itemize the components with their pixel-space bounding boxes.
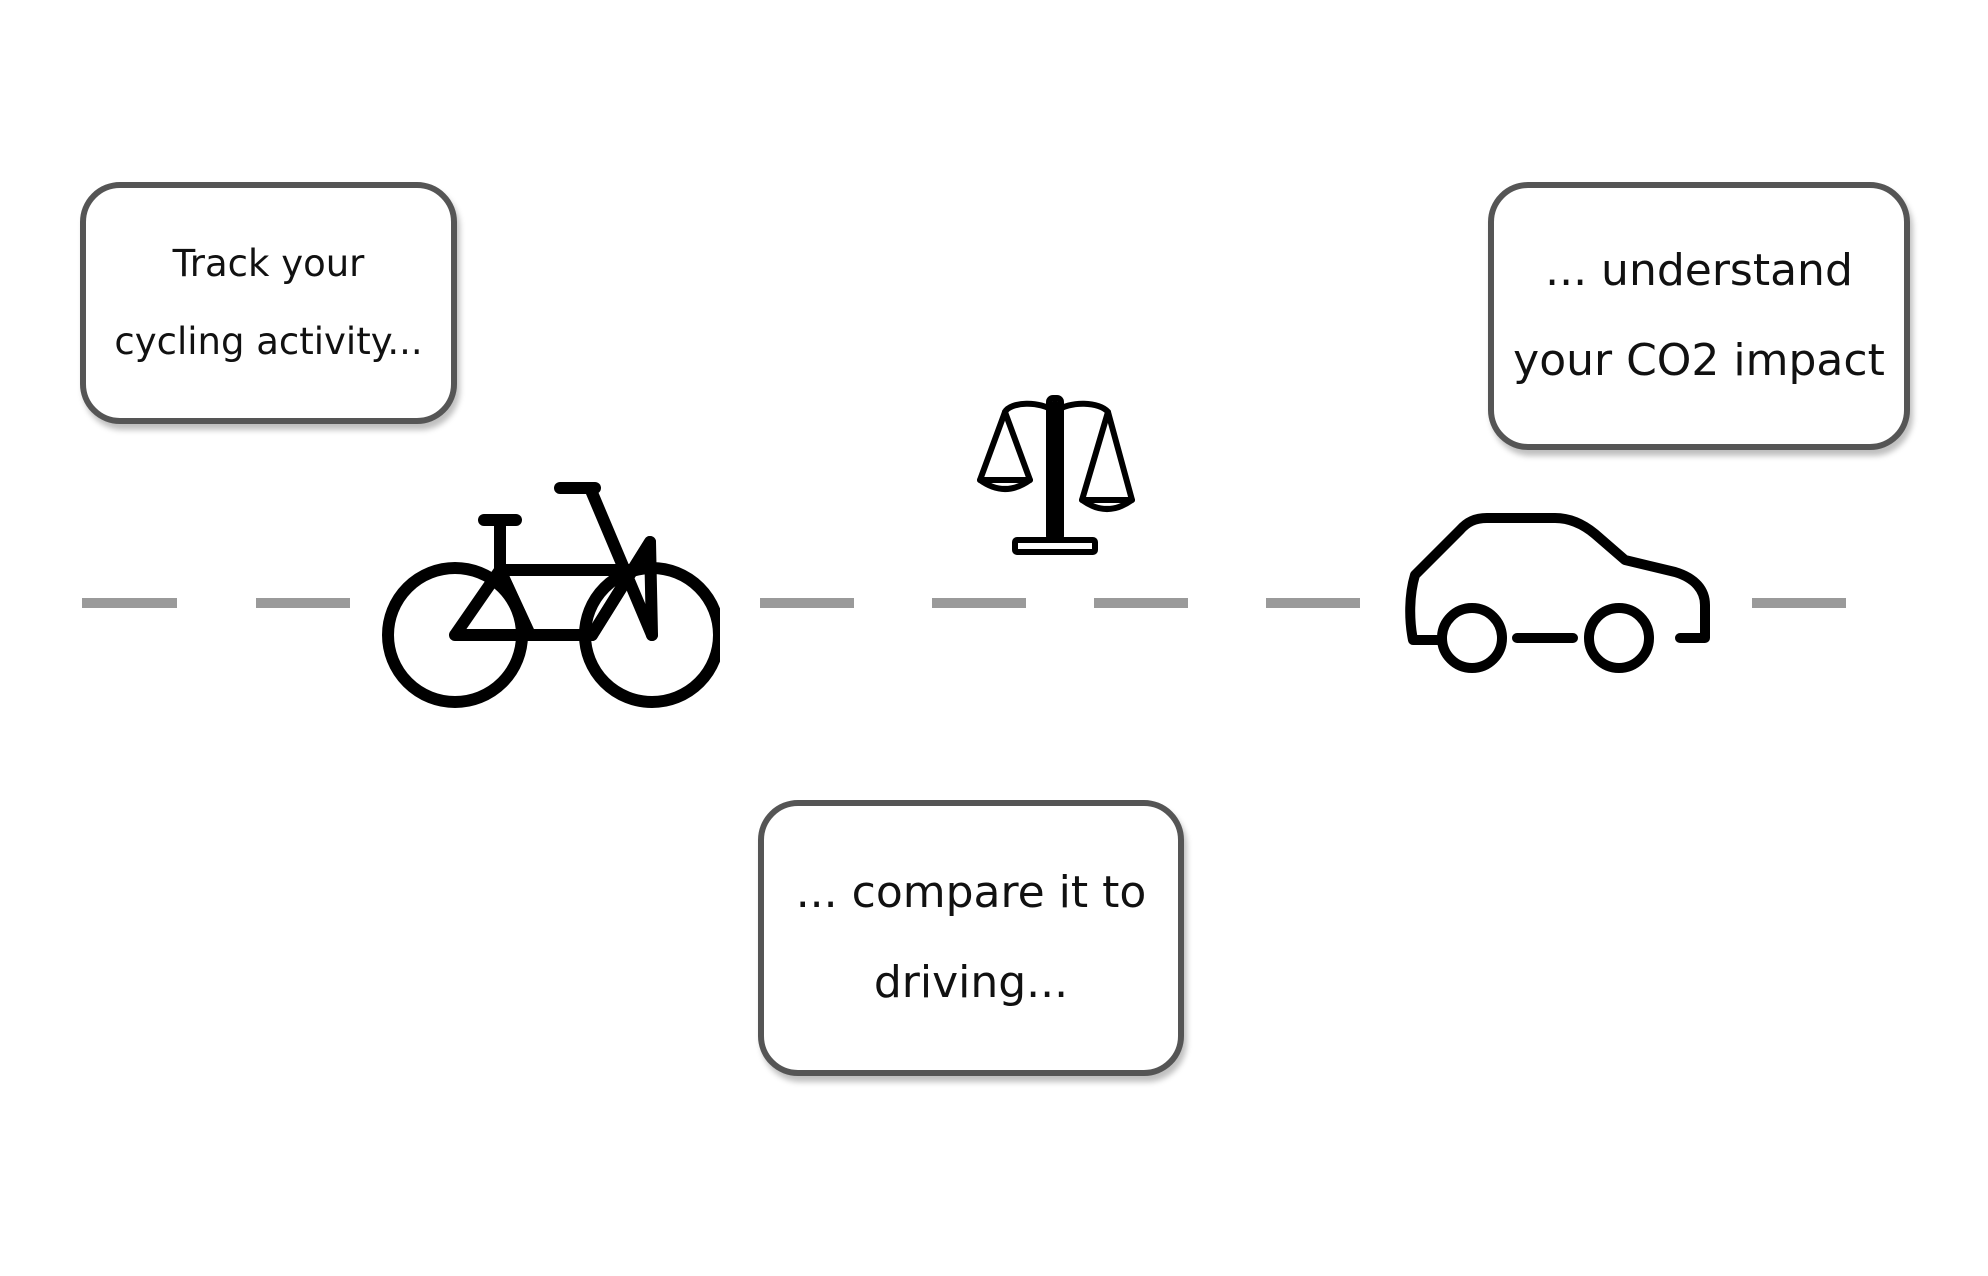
callout-understand-line1: ... understand: [1545, 245, 1853, 296]
callout-compare-line1: ... compare it to: [795, 867, 1147, 918]
callout-compare-line2: driving...: [873, 957, 1069, 1008]
balance-scale-icon: [977, 395, 1135, 555]
callout-track-activity: Track your cycling activity...: [80, 182, 457, 424]
callout-track-line2: cycling activity...: [114, 320, 423, 363]
callout-co2-impact: ... understand your CO2 impact: [1488, 182, 1910, 450]
car-icon: [1405, 513, 1710, 673]
bicycle-icon: [382, 482, 720, 708]
callout-compare-driving: ... compare it to driving...: [758, 800, 1184, 1076]
callout-track-line1: Track your: [172, 242, 365, 285]
callout-understand-line2: your CO2 impact: [1513, 335, 1885, 386]
